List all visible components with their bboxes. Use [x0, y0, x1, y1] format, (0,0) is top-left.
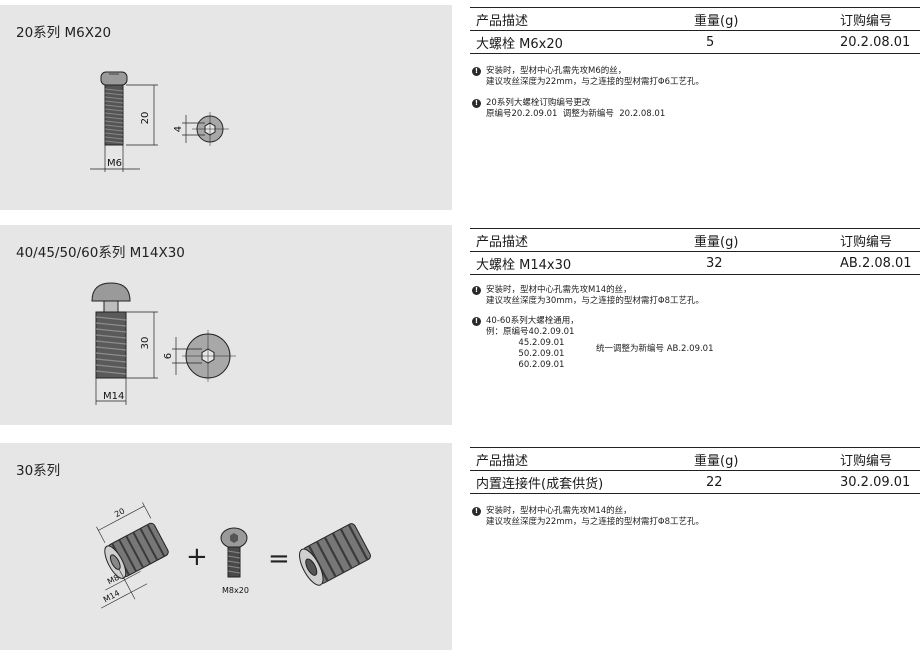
bolt-m14-drawing: 30 M14 6 [91, 282, 236, 405]
header-weight: 重量(g) [694, 13, 739, 29]
bolt-m6-drawing: 20 M6 4 [90, 71, 229, 172]
header-description: 产品描述 [476, 13, 529, 29]
note-line: 建议攻丝深度为30mm，与之连接的型材需打Φ8工艺孔。 [486, 296, 704, 306]
product-order-number: AB.2.08.01 [840, 255, 912, 271]
connector-kit-drawing: 20 M8 M14 + M8x20 = [96, 502, 371, 609]
header-order: 订购编号 [840, 13, 893, 29]
note-line: 原编号20.2.09.01 调整为新编号 20.2.08.01 [486, 109, 666, 119]
note-line: 45.2.09.01 [486, 338, 565, 348]
dim-length-label: 20 [140, 112, 151, 125]
info-icon: ! [472, 67, 481, 76]
note: ! 安装时，型材中心孔需先攻M6的丝， 建议攻丝深度为22mm，与之连接的型材需… [470, 66, 920, 88]
dim-outer-label: M14 [102, 588, 121, 604]
header-weight: 重量(g) [694, 234, 739, 250]
spec-table: 产品描述 重量(g) 订购编号 内置连接件(成套供货) 22 30.2.09.0… [470, 447, 920, 494]
table-row: 大螺栓 M14x30 32 AB.2.08.01 [470, 252, 920, 275]
dim-thread-label: M14 [103, 391, 124, 402]
note-line: 安装时，型材中心孔需先攻M14的丝， [486, 506, 632, 516]
product-panel-30-series: 30系列 20 M8 M14 + [0, 443, 452, 650]
dim-hex-label: 4 [173, 126, 184, 132]
spec-table: 产品描述 重量(g) 订购编号 大螺栓 M6x20 5 20.2.08.01 [470, 7, 920, 54]
note-line: 安装时，型材中心孔需先攻M14的丝， [486, 285, 632, 295]
spec-table: 产品描述 重量(g) 订购编号 大螺栓 M14x30 32 AB.2.08.01 [470, 228, 920, 275]
table-row: 内置连接件(成套供货) 22 30.2.09.01 [470, 471, 920, 494]
plus-sign: + [186, 542, 208, 572]
info-icon: ! [472, 286, 481, 295]
product-name: 大螺栓 M14x30 [476, 257, 572, 273]
note-line: 50.2.09.01 [486, 349, 565, 359]
dim-hex-label: 6 [163, 353, 174, 359]
product-weight: 32 [706, 255, 723, 271]
note-line: 例：原编号40.2.09.01 [486, 327, 575, 337]
panel-title: 20系列 M6X20 [16, 25, 112, 41]
note: ! 40-60系列大螺栓通用， 例：原编号40.2.09.01 45.2.09.… [470, 316, 920, 371]
header-order: 订购编号 [840, 234, 893, 250]
note-line: 20系列大螺栓订购编号更改 [486, 98, 591, 108]
product-panel-20-series: 20系列 M6X20 20 M6 4 [0, 5, 452, 210]
screw-label: M8x20 [222, 586, 249, 595]
spec-30-series: 产品描述 重量(g) 订购编号 内置连接件(成套供货) 22 30.2.09.0… [470, 447, 920, 528]
dim-length-label: 20 [113, 506, 126, 519]
info-icon: ! [472, 317, 481, 326]
product-order-number: 30.2.09.01 [840, 474, 911, 490]
product-name: 内置连接件(成套供货) [476, 476, 604, 492]
spec-20-series: 产品描述 重量(g) 订购编号 大螺栓 M6x20 5 20.2.08.01 !… [470, 7, 920, 120]
info-icon: ! [472, 507, 481, 516]
note-line: 建议攻丝深度为22mm，与之连接的型材需打Φ6工艺孔。 [486, 77, 704, 87]
info-icon: ! [472, 99, 481, 108]
product-order-number: 20.2.08.01 [840, 34, 911, 50]
panel-title: 30系列 [16, 463, 61, 479]
panel-title: 40/45/50/60系列 M14X30 [16, 245, 185, 261]
merge-note: 统一调整为新编号 AB.2.09.01 [596, 344, 714, 354]
header-description: 产品描述 [476, 453, 529, 469]
table-row: 大螺栓 M6x20 5 20.2.08.01 [470, 31, 920, 54]
equals-sign: = [268, 544, 290, 574]
header-weight: 重量(g) [694, 453, 739, 469]
product-name: 大螺栓 M6x20 [476, 36, 563, 52]
dim-length-label: 30 [140, 337, 151, 350]
product-panel-40-60-series: 40/45/50/60系列 M14X30 30 M14 6 [0, 225, 452, 425]
spec-40-60-series: 产品描述 重量(g) 订购编号 大螺栓 M14x30 32 AB.2.08.01… [470, 228, 920, 371]
header-description: 产品描述 [476, 234, 529, 250]
product-weight: 22 [706, 474, 723, 490]
header-order: 订购编号 [840, 453, 893, 469]
note: ! 安装时，型材中心孔需先攻M14的丝， 建议攻丝深度为30mm，与之连接的型材… [470, 285, 920, 307]
product-weight: 5 [706, 34, 715, 50]
note-line: 建议攻丝深度为22mm，与之连接的型材需打Φ8工艺孔。 [486, 517, 704, 527]
dim-thread-label: M6 [107, 158, 122, 169]
note-line: 40-60系列大螺栓通用， [486, 316, 579, 326]
note-line: 安装时，型材中心孔需先攻M6的丝， [486, 66, 627, 76]
note: ! 20系列大螺栓订购编号更改 原编号20.2.09.01 调整为新编号 20.… [470, 98, 920, 120]
note-line: 60.2.09.01 [486, 360, 565, 370]
note: ! 安装时，型材中心孔需先攻M14的丝， 建议攻丝深度为22mm，与之连接的型材… [470, 506, 920, 528]
